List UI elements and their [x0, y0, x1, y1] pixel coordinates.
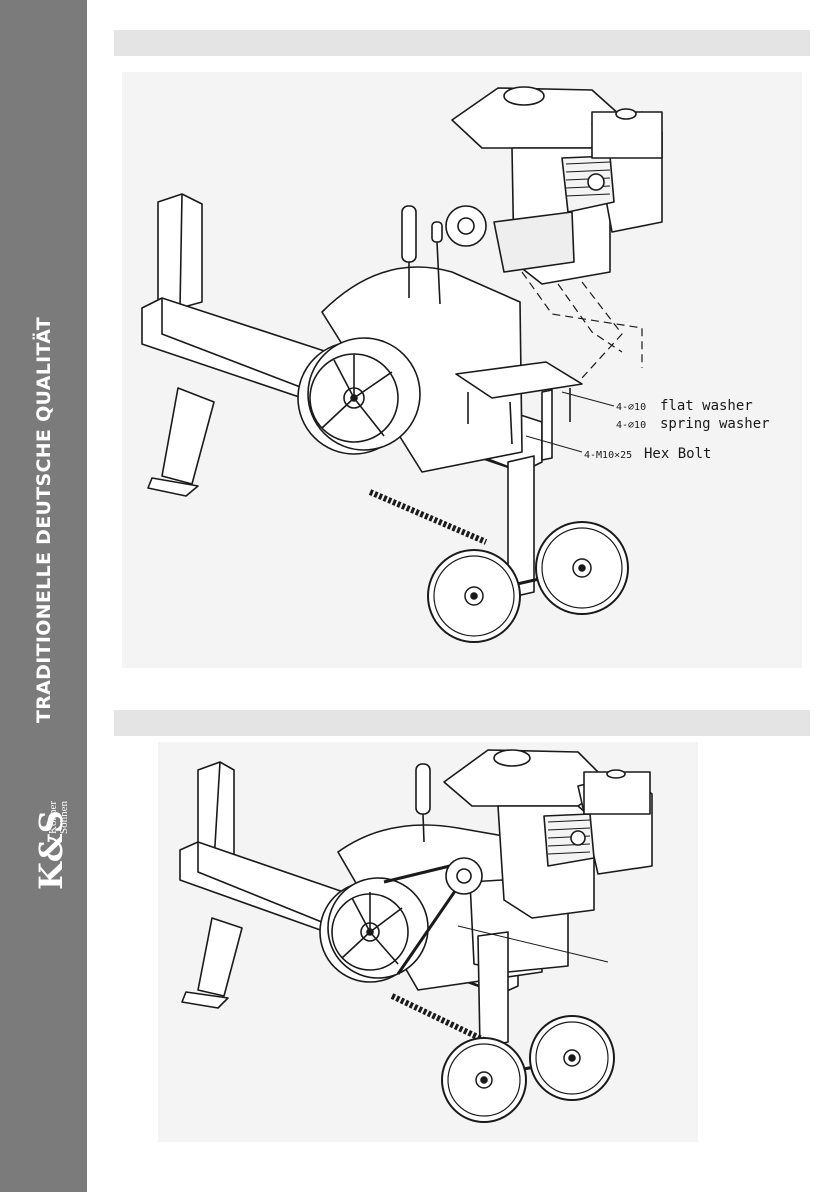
wheel-post	[478, 932, 508, 1048]
wheel-rear	[530, 1016, 614, 1100]
control-lever	[416, 764, 430, 814]
callout-spring-washer-qty: 4-⌀10	[616, 420, 646, 431]
sidebar: TRADITIONELLE DEUTSCHE QUALITÄT K&S Könn…	[0, 0, 87, 1192]
section-header-bar-1	[114, 30, 810, 56]
brand-logo: K&S Könner Söhnen	[30, 780, 70, 890]
figure-2-area	[158, 742, 698, 1142]
wheel-front	[428, 550, 520, 642]
stand-leg	[162, 388, 214, 484]
callout-flat-washer-qty: 4-⌀10	[616, 402, 646, 413]
figure-1-drawing: 4-⌀10 flat washer 4-⌀10 spring washer 4-…	[122, 72, 802, 668]
figure-1-area: 4-⌀10 flat washer 4-⌀10 spring washer 4-…	[122, 72, 802, 668]
wheel-rear	[536, 522, 628, 614]
brand-logo-names: Könner Söhnen	[48, 801, 70, 834]
figure-2-drawing	[158, 742, 698, 1142]
callout-hex-bolt-qty: 4-M10×25	[584, 450, 632, 461]
brand-name-bottom: Söhnen	[58, 801, 70, 834]
stand-leg	[198, 918, 242, 996]
control-lever	[402, 206, 416, 262]
engine	[446, 87, 662, 284]
wheel-front	[442, 1038, 526, 1122]
callout-spring-washer-label: spring washer	[660, 416, 770, 432]
callout-hex-bolt-label: Hex Bolt	[644, 446, 711, 462]
section-header-bar-2	[114, 710, 810, 736]
sidebar-title: TRADITIONELLE DEUTSCHE QUALITÄT	[33, 317, 55, 723]
callout-flat-washer-label: flat washer	[660, 398, 753, 414]
